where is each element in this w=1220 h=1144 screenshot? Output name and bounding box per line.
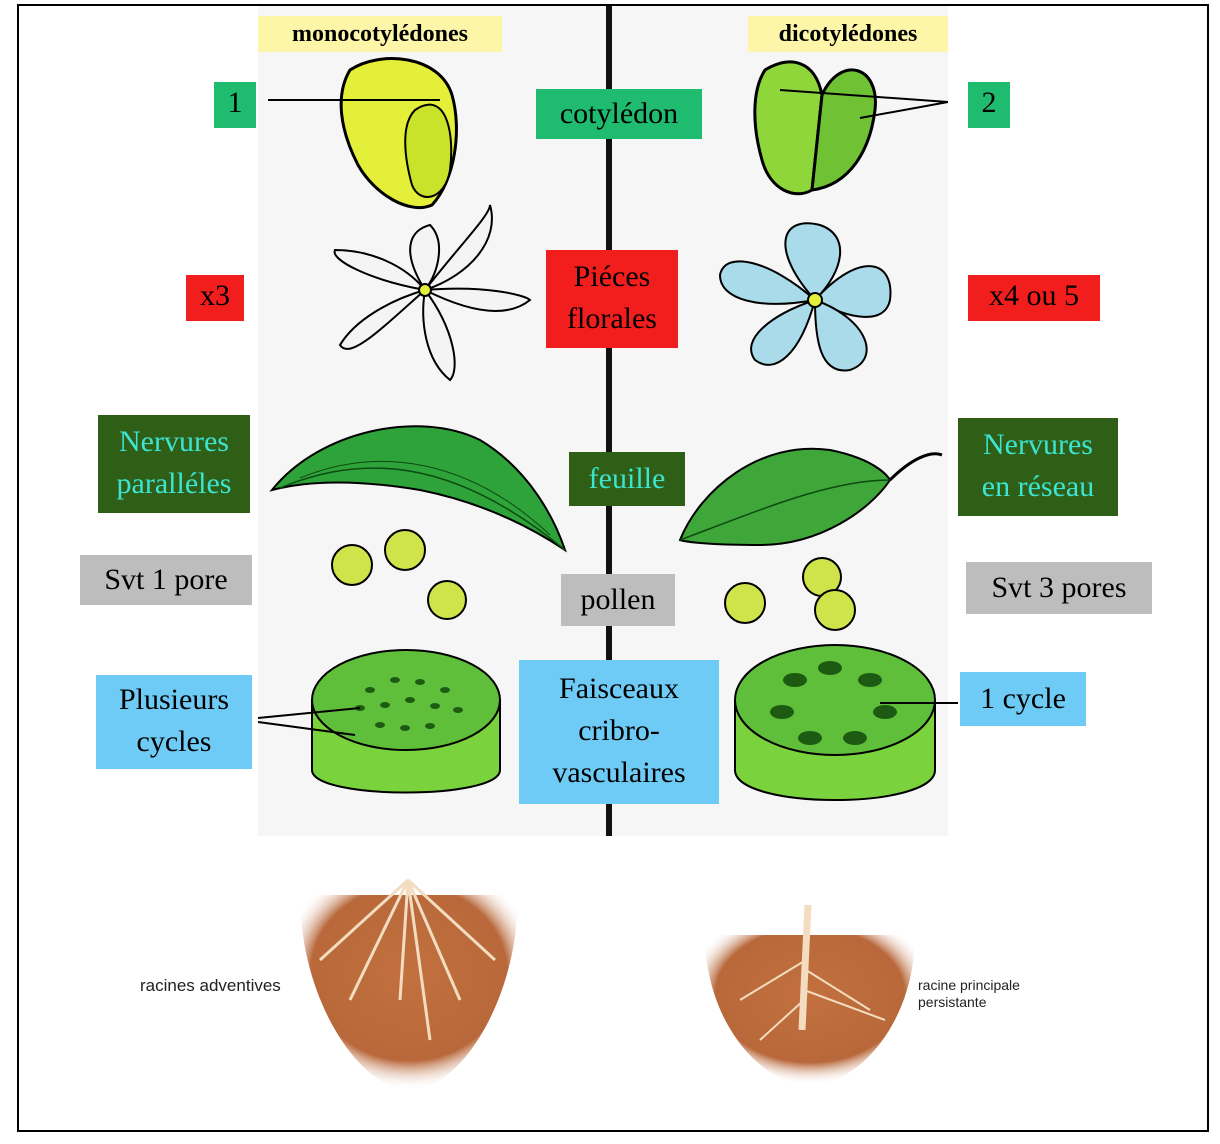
cotyledon-count-monocot: 1 — [214, 82, 256, 128]
cotyledon-label: cotylédon — [536, 89, 702, 139]
floral-line-2: florales — [546, 298, 678, 340]
bundle-cycle-dicot: 1 cycle — [960, 672, 1086, 726]
monocot-cycles-line-1: Plusieurs — [96, 679, 252, 721]
header-dicotyledons: dicotylédones — [748, 16, 948, 52]
monocot-seed — [268, 59, 456, 208]
monocot-cycles-line-2: cycles — [96, 721, 252, 763]
dicot-veins-line-1: Nervures — [958, 424, 1118, 466]
header-monocotyledons: monocotylédones — [258, 16, 502, 52]
lily-flower — [335, 205, 530, 380]
monocot-veins-line-1: Nervures — [98, 421, 250, 463]
monocot-pollen — [332, 530, 466, 619]
taproot-line-1: racine principale — [918, 977, 1020, 994]
monocot-veins-line-2: paralléles — [98, 463, 250, 505]
pollen-pores-monocot: Svt 1 pore — [80, 555, 252, 605]
taproot-label: racine principale persistante — [918, 977, 1020, 1011]
leaf-veins-dicot: Nervures en réseau — [958, 418, 1118, 516]
pollen-pores-dicot: Svt 3 pores — [966, 562, 1152, 614]
floral-line-1: Piéces — [546, 256, 678, 298]
taproot — [705, 905, 915, 1085]
floral-count-dicot: x4 ou 5 — [968, 275, 1100, 321]
cotyledon-count-dicot: 2 — [968, 82, 1010, 128]
floral-pieces-label: Piéces florales — [546, 250, 678, 348]
taproot-line-2: persistante — [918, 994, 1020, 1011]
monocot-leaf — [272, 426, 565, 550]
floral-count-monocot: x3 — [186, 275, 244, 321]
dicot-seed — [755, 62, 948, 194]
dicot-veins-line-2: en réseau — [958, 466, 1118, 508]
vascular-bundles-label: Faisceaux cribro- vasculaires — [519, 660, 719, 804]
dicot-leaf — [680, 449, 942, 545]
bundles-line-2: cribro- — [519, 710, 719, 752]
leaf-label: feuille — [569, 452, 685, 506]
dicot-pollen — [725, 558, 855, 630]
pollen-label: pollen — [561, 574, 675, 626]
monocot-stem-section — [258, 650, 500, 793]
bundles-line-1: Faisceaux — [519, 668, 719, 710]
bundle-cycles-monocot: Plusieurs cycles — [96, 675, 252, 769]
dicot-stem-section — [735, 645, 958, 800]
adventitious-roots-label: racines adventives — [140, 976, 281, 996]
adventitious-roots — [300, 880, 518, 1090]
leaf-veins-monocot: Nervures paralléles — [98, 415, 250, 513]
bundles-line-3: vasculaires — [519, 752, 719, 794]
dicot-flower — [720, 223, 890, 370]
